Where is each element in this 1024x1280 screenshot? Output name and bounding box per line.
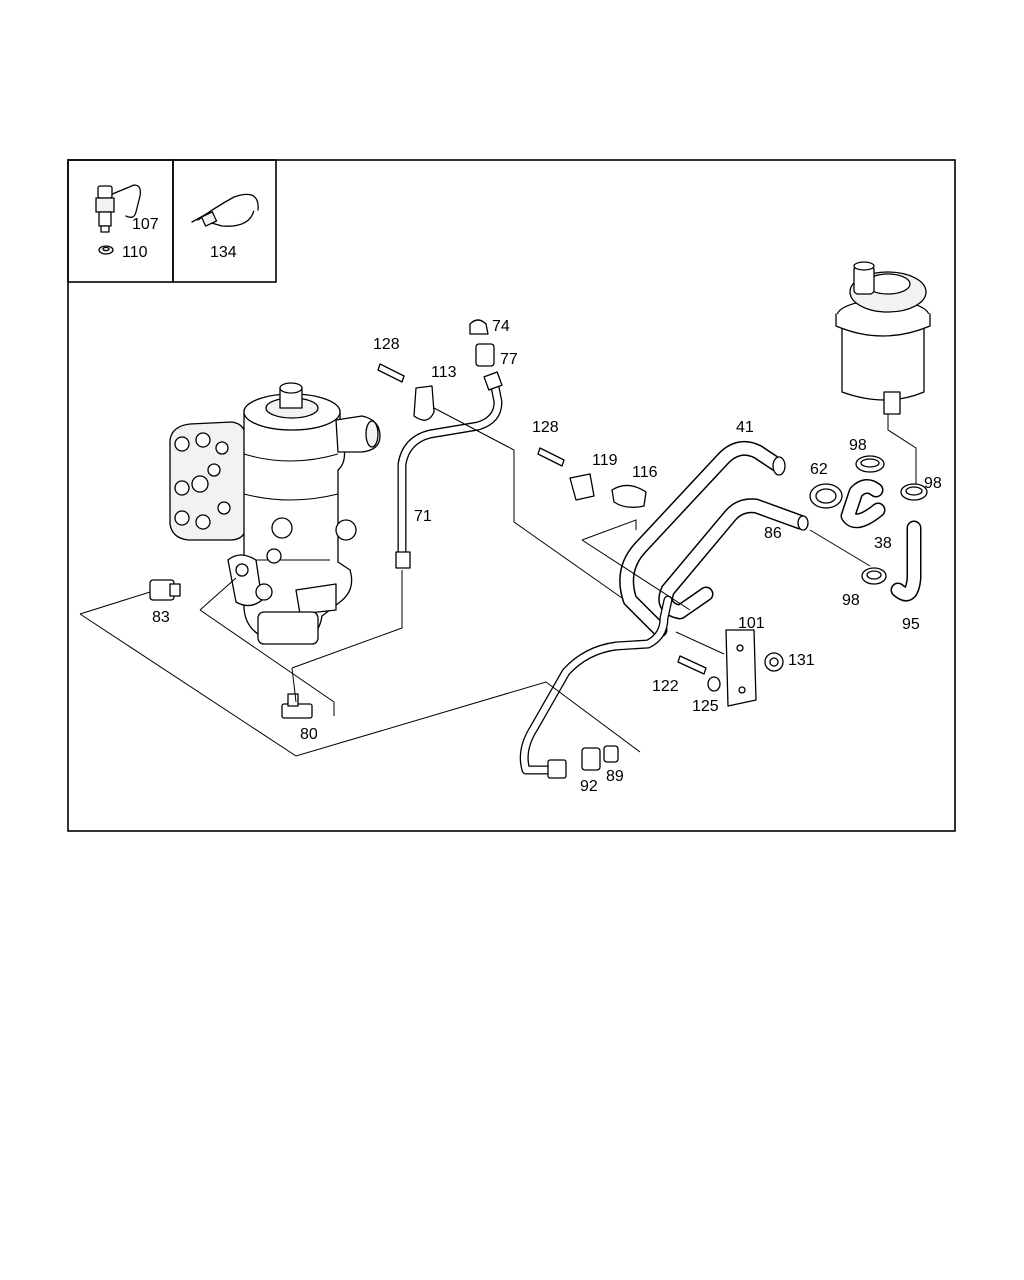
legend-box-2: [172, 159, 277, 283]
callout-113-label: 113: [431, 364, 457, 381]
callout-101-label: 101: [738, 615, 765, 632]
callout-98b-label: 98: [924, 475, 942, 492]
callout-119-label: 119: [592, 452, 618, 469]
hose-clamp-icon: [809, 455, 928, 585]
cable-tie-icon: [191, 193, 259, 227]
fittings-icon: [149, 319, 784, 779]
callout-71-label: 71: [414, 508, 432, 525]
callout-62-label: 62: [810, 461, 828, 478]
steering-gear-icon: [169, 382, 381, 645]
callout-92-label: 92: [580, 778, 598, 795]
callout-98c-label: 98: [842, 592, 860, 609]
callout-131-label: 131: [788, 652, 815, 669]
callout-80-label: 80: [300, 726, 318, 743]
callout-122-label: 122: [652, 678, 679, 695]
callout-128b-label: 128: [532, 419, 559, 436]
callout-125-label: 125: [692, 698, 719, 715]
fluid-reservoir-icon: [835, 261, 931, 415]
callout-74-label: 74: [492, 318, 510, 335]
legend-label-110: 110: [122, 244, 148, 261]
legend-label-134: 134: [210, 244, 237, 261]
callout-86-label: 86: [764, 525, 782, 542]
bleed-valve-icon: [95, 184, 142, 255]
callout-77-label: 77: [500, 351, 518, 368]
callout-107-label: 128: [373, 336, 400, 353]
callout-83-label: 83: [152, 609, 170, 626]
legend-label-107: 107: [132, 216, 159, 233]
callout-89-label: 89: [606, 768, 624, 785]
callout-41-label: 41: [736, 419, 754, 436]
callout-95-label: 95: [902, 616, 920, 633]
callout-98a-label: 98: [849, 437, 867, 454]
callout-116-label: 116: [632, 464, 658, 481]
leader-lines: [79, 407, 917, 757]
diagram-frame: [67, 159, 956, 832]
callout-38-label: 38: [874, 535, 892, 552]
